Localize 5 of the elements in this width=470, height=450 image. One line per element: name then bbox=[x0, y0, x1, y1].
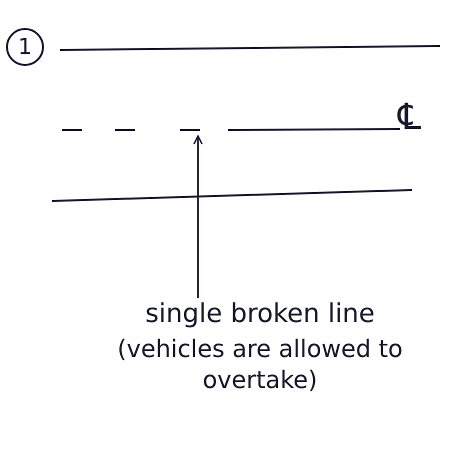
callout-number: 1 bbox=[6, 28, 44, 66]
note-text: (vehicles are allowed to overtake) bbox=[116, 334, 404, 396]
arrow bbox=[193, 135, 203, 298]
caption-text: single broken line bbox=[145, 298, 375, 331]
centerline-symbol: ℄ bbox=[398, 100, 422, 136]
